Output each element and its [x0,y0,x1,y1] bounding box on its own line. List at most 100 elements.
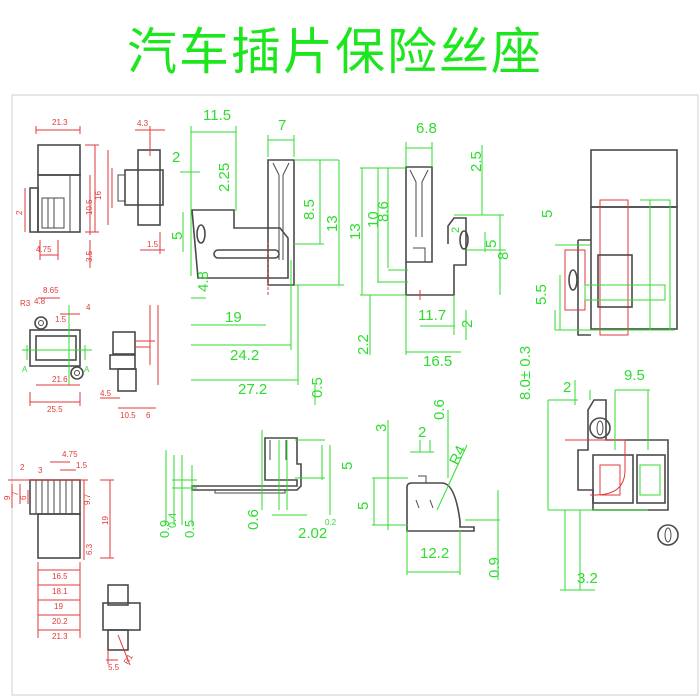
terminal-d-drawing [372,410,500,580]
holder-top-view [22,297,159,409]
dim-label: 6.3 [85,543,94,555]
dim-label: 3.2 [577,570,598,587]
dim-label: 4.75 [36,245,52,254]
holder-red-labels-middle: 8.65 4.8 R3 1.5 4 21.6 25.5 4.5 10.5 6 A… [20,286,151,420]
dim-label: 9 [3,495,12,500]
dim-label: 2 [418,424,426,441]
dim-label: 10 [365,211,382,228]
dim-label: 0.2 [325,518,337,527]
dim-label: 8.5 [301,199,318,220]
dim-label: 11.5 [203,107,231,124]
dim-label: 6 [19,495,28,500]
dim-label: 13 [347,223,364,240]
dim-label: 2 [450,227,462,233]
holder-red-labels-top: 21.3 4.3 1.5 4.75 2 10.5 16 3.5 [15,118,159,262]
dim-label: 27.2 [238,381,267,398]
dim-label: 0.4 [167,513,179,528]
dim-label: 5 [483,240,500,248]
terminal-a-labels: 11.5 7 2 2.25 5 8.5 13 4.8 19 24.2 27.2 … [169,107,341,398]
dim-label: 8.65 [43,286,59,295]
dim-label: 2 [563,379,571,396]
dim-label: 2 [172,149,180,166]
dim-label: 8.6 [375,201,392,222]
dim-label: 5 [355,502,372,510]
holder-side-view [107,126,165,254]
dim-label: 3.5 [85,250,94,262]
dim-label: 5.5 [533,284,550,305]
width-label: 18.1 [52,587,68,596]
dim-label: 1.5 [147,240,159,249]
dim-label: 2.25 [216,163,233,192]
dim-label: 3 [38,466,43,475]
dim-label: 4.3 [137,119,149,128]
terminal-c-labels: 5 0.9 0.4 0.5 0.6 2.02 0.2 [157,462,356,542]
dim-label: 2 [20,463,25,472]
dim-label: 2 [459,320,476,328]
dim-label: 13 [324,215,341,232]
dim-label: 21.3 [52,118,68,127]
dim-label: 21.6 [52,375,68,384]
dim-label: 2.02 [298,525,327,542]
dim-label: 16.5 [423,353,452,370]
dim-label: 0.5 [182,520,197,538]
dim-label: 3 [373,424,390,432]
dim-label: 8.0± 0.3 [517,346,534,400]
dim-label: 1.5 [55,315,67,324]
dim-label: 0.6 [431,399,448,420]
holder-red-labels-bottom: 2 4.75 1.5 3 9 7 6 9.7 19 6.3 16.5 18.1 … [3,450,110,641]
dim-label: 12.2 [420,545,449,562]
dim-label: 11.7 [418,307,446,324]
dim-label: 4 [86,303,91,312]
dim-label: 16 [94,191,103,200]
dim-label: 0.6 [245,509,262,530]
section-label: A [22,365,28,374]
assembly-labels: 5 5.5 8.0± 0.3 2 9.5 3.2 [517,210,645,587]
dim-label: 5.5 [108,663,120,672]
width-label: 21.3 [52,632,68,641]
dim-label: 19 [225,309,242,326]
dim-label: 0.5 [309,377,326,398]
dim-label: 4.8 [195,271,212,292]
dim-label: 24.2 [230,347,259,364]
dim-label: 5 [339,462,356,470]
terminal-a-drawing [180,126,344,405]
assembly-top-drawing [554,149,678,336]
terminal-b-drawing [360,142,506,355]
section-label: A [84,365,90,374]
dim-label: 10.5 [85,199,94,215]
dim-label: 19 [101,516,110,525]
dim-label: 4.75 [62,450,78,459]
dim-label: 4.5 [100,389,112,398]
holder-bottom-view [8,461,114,638]
dim-label: 7 [278,117,286,134]
dim-label: 10.5 [120,411,136,420]
small-clip-view: 5.5 R1 [102,584,141,672]
width-label: 19 [54,602,63,611]
width-label: 16.5 [52,572,68,581]
page-title: 汽车插片保险丝座 [127,23,543,81]
terminal-b-labels: 6.8 13 10 8.6 2.5 2 5 8 11.7 2 2.2 16.5 [347,120,512,370]
dim-label: 9.5 [624,367,645,384]
dim-label: 5 [169,232,186,240]
dim-label: 25.5 [47,405,63,414]
dim-label: R3 [20,299,31,308]
drawing-frame [11,94,699,696]
holder-front-view [24,126,99,268]
dim-label: 2 [15,210,24,215]
dim-label: R4 [446,443,470,468]
dim-label: 0.9 [157,520,172,538]
dim-label: 0.9 [486,557,503,578]
dim-label: 5 [539,210,556,218]
dim-label: R1 [122,652,135,666]
dim-label: 4.8 [34,297,46,306]
dim-label: 7 [11,491,20,496]
dim-label: 9.7 [83,493,92,505]
assembly-bottom-drawing [547,380,679,591]
terminal-d-labels: 3 2 0.6 R4 5 12.2 0.9 [355,399,503,578]
dim-label: 6 [146,411,151,420]
dim-label: 2.5 [468,151,485,172]
dim-label: 2.2 [355,334,372,355]
dim-label: 6.8 [416,120,437,137]
terminal-c-drawing [165,430,331,525]
